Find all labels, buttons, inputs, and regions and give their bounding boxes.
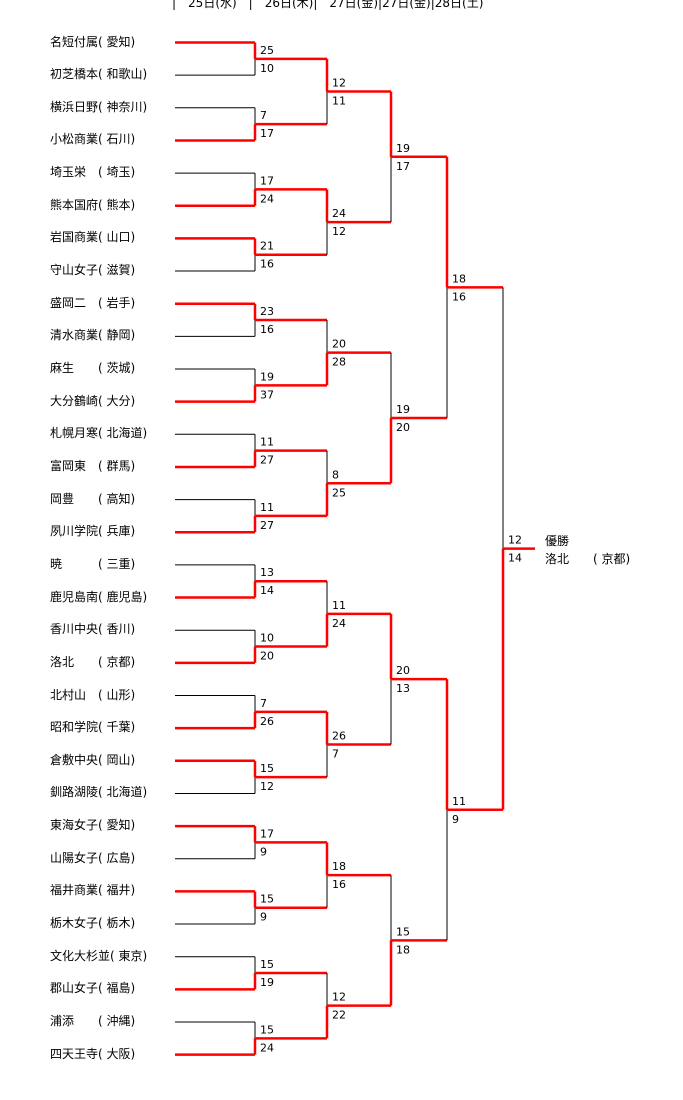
score-bottom: 11 — [332, 94, 346, 107]
score-top: 11 — [332, 599, 346, 612]
score-top: 11 — [260, 436, 274, 449]
score-top: 19 — [260, 370, 274, 383]
score-top: 12 — [332, 991, 346, 1004]
score-top: 11 — [452, 795, 466, 808]
score-top: 10 — [260, 632, 274, 645]
score-bottom: 17 — [396, 160, 410, 173]
score-bottom: 24 — [332, 617, 346, 630]
score-bottom: 14 — [260, 584, 274, 597]
team-name: 四天王寺( 大阪) — [50, 1046, 136, 1061]
score-top: 17 — [260, 174, 274, 187]
score-bottom: 20 — [396, 421, 410, 434]
score-top: 18 — [332, 860, 346, 873]
team-name: 清水商業( 静岡) — [50, 328, 136, 343]
score-bottom: 16 — [260, 258, 274, 271]
team-name: 初芝橋本( 和歌山) — [50, 67, 148, 82]
team-name: 昭和学院( 千葉) — [50, 720, 136, 735]
team-name: 名短付属( 愛知) — [50, 34, 136, 49]
score-bottom: 20 — [260, 650, 274, 663]
score-bottom: 7 — [332, 747, 339, 760]
team-name: 富岡東 ( 群馬) — [50, 458, 136, 473]
score-top: 12 — [508, 534, 522, 547]
team-name: 文化大杉並( 東京) — [50, 948, 148, 963]
team-name: 熊本国府( 熊本) — [50, 197, 136, 212]
team-name: 北村山 ( 山形) — [50, 687, 136, 702]
score-top: 11 — [260, 501, 274, 514]
score-top: 21 — [260, 240, 274, 253]
team-name: 洛北 ( 京都) — [50, 654, 136, 669]
score-bottom: 16 — [452, 290, 466, 303]
score-top: 15 — [260, 958, 274, 971]
team-name: 郡山女子( 福島) — [50, 981, 136, 996]
team-name: 麻生 ( 茨城) — [50, 361, 136, 375]
score-bottom: 13 — [396, 682, 410, 695]
team-name: 札幌月寒( 北海道) — [50, 426, 148, 441]
score-top: 20 — [332, 338, 346, 351]
score-bottom: 18 — [396, 943, 410, 956]
team-name: 山陽女子( 広島) — [50, 850, 136, 865]
team-name: 栃木女子( 栃木) — [50, 916, 136, 931]
score-top: 23 — [260, 305, 274, 318]
score-top: 17 — [260, 827, 274, 840]
score-bottom: 12 — [260, 780, 274, 793]
score-bottom: 9 — [452, 813, 459, 826]
score-top: 7 — [260, 109, 267, 122]
team-name: 埼玉栄 ( 埼玉) — [50, 165, 136, 180]
score-bottom: 26 — [260, 715, 274, 728]
score-bottom: 27 — [260, 519, 274, 532]
score-bottom: 10 — [260, 62, 274, 75]
score-bottom: 14 — [508, 552, 522, 565]
score-top: 15 — [260, 893, 274, 906]
score-bottom: 16 — [260, 323, 274, 336]
team-name: 大分鶴崎( 大分) — [50, 393, 136, 408]
team-name: 小松商業( 石川) — [50, 132, 136, 147]
date-header: | 25日(水) | 26日(木)| 27日(金)|27日(金)|28日(土) — [172, 0, 484, 10]
team-name: 福井商業( 福井) — [50, 883, 136, 898]
score-bottom: 28 — [332, 356, 346, 369]
score-top: 19 — [396, 142, 410, 155]
team-name: 岩国商業( 山口) — [50, 230, 136, 245]
team-name: 盛岡二 ( 岩手) — [50, 295, 136, 310]
score-top: 15 — [396, 925, 410, 938]
score-top: 12 — [332, 76, 346, 89]
team-name: 倉敷中央( 岡山) — [50, 752, 136, 767]
champion-label: 優勝 — [545, 534, 570, 548]
score-bottom: 37 — [260, 388, 274, 401]
score-top: 19 — [396, 403, 410, 416]
team-name: 釧路湖陵( 北海道) — [50, 785, 148, 800]
score-bottom: 27 — [260, 454, 274, 467]
score-bottom: 24 — [260, 192, 274, 205]
team-name: 鹿児島南( 鹿児島) — [50, 589, 148, 604]
team-name: 香川中央( 香川) — [50, 622, 136, 637]
team-name: 守山女子( 滋賀) — [50, 263, 136, 278]
score-bottom: 22 — [332, 1009, 346, 1022]
score-bottom: 19 — [260, 976, 274, 989]
score-top: 18 — [452, 272, 466, 285]
score-top: 15 — [260, 1023, 274, 1036]
score-top: 26 — [332, 729, 346, 742]
score-bottom: 24 — [260, 1041, 274, 1054]
score-bottom: 9 — [260, 911, 267, 924]
score-top: 8 — [332, 468, 339, 481]
score-bottom: 17 — [260, 127, 274, 140]
team-name: 岡豊 ( 高知) — [50, 491, 136, 506]
team-name: 暁 ( 三重) — [50, 556, 136, 571]
score-top: 13 — [260, 566, 274, 579]
score-top: 15 — [260, 762, 274, 775]
score-top: 25 — [260, 44, 274, 57]
score-top: 7 — [260, 697, 267, 710]
team-name: 横浜日野( 神奈川) — [50, 99, 148, 114]
champion-team: 洛北 ( 京都) — [545, 552, 631, 566]
score-bottom: 16 — [332, 878, 346, 891]
team-name: 浦添 ( 沖縄) — [50, 1014, 136, 1028]
score-bottom: 12 — [332, 225, 346, 238]
score-bottom: 9 — [260, 845, 267, 858]
team-name: 夙川学院( 兵庫) — [50, 524, 136, 539]
score-bottom: 25 — [332, 486, 346, 499]
score-top: 24 — [332, 207, 346, 220]
team-name: 東海女子( 愛知) — [50, 818, 136, 833]
score-top: 20 — [396, 664, 410, 677]
